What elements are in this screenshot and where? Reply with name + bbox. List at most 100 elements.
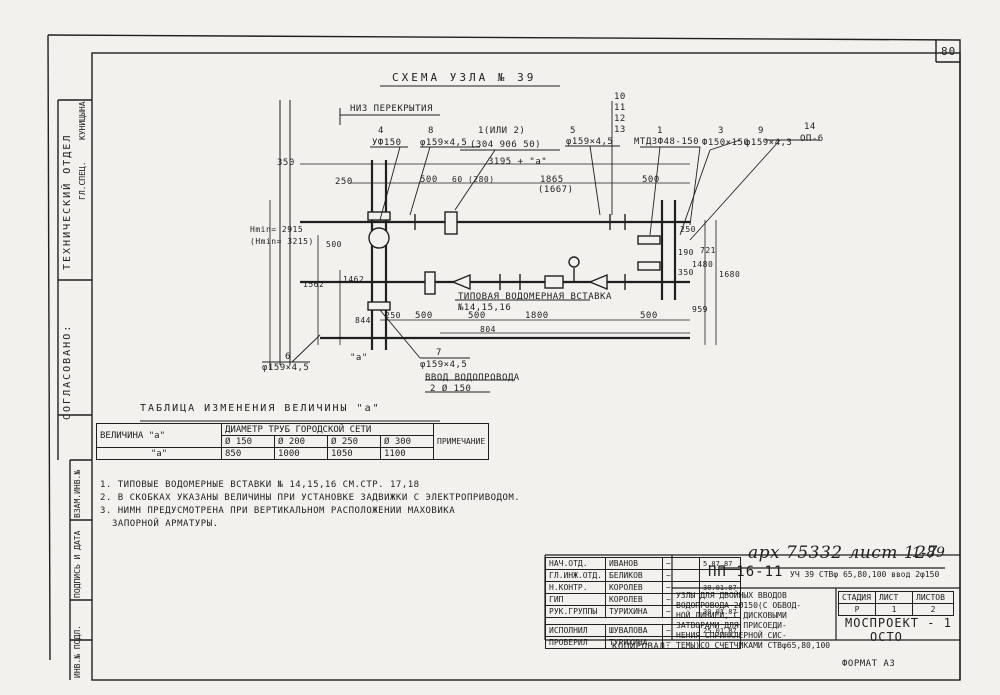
dim-hmin2: (Hmin= 3215) [250,237,314,246]
change-table-diam-2: Ø 250 [327,435,381,448]
stamp-role: НАЧ.ОТД. [545,557,606,570]
dim-hmin: Hmin= 2915 [250,225,304,234]
note-2: 2. В СКОБКАХ УКАЗАНЫ ВЕЛИЧИНЫ ПРИ УСТАНО… [100,493,521,503]
dim-500a: 500 [420,175,438,185]
stamp-stage-label: СТАДИЯ [838,591,876,604]
dim-1562: 1562 [303,280,325,289]
change-table-title: ТАБЛИЦА ИЗМЕНЕНИЯ ВЕЛИЧИНЫ "a" [140,403,381,414]
scheme-title: СХЕМА УЗЛА № 39 [392,71,537,84]
stamp-name: БЕЛИКОВ [604,569,663,582]
dim-500d: 500 [415,311,433,321]
note-3: 3. НИМН ПРЕДУСМОТРЕНА ПРИ ВЕРТИКАЛЬНОМ Р… [100,506,456,516]
note-1: 1. ТИПОВЫЕ ВОДОМЕРНЫЕ ВСТАВКИ № 14,15,16… [100,480,420,490]
stamp-role: Н.КОНТР. [545,581,606,594]
label-mtd: МТД3Ф48-150 [634,137,700,147]
dim-350: 350 [277,158,295,168]
label-d159-a: φ159×4,5 [420,138,468,148]
dim-500b: 500 [642,175,660,185]
stamp-org2: ОСТО [870,630,903,644]
stamp-name: ТУРИХИНА [604,636,663,649]
dim-250c: 250 [385,311,401,320]
callout-4: 4 [378,126,384,136]
dim-1462: 1462 [343,275,365,284]
callout-14: 14 [804,122,816,132]
dim-500c: 500 [326,240,342,249]
change-table-col-value: ВЕЛИЧИНА "a" [96,423,222,448]
dim-500e: 500 [468,311,486,321]
change-table-col-note: ПРИМЕЧАНИЕ [432,423,490,460]
stamp-desc-line: УЗЛЫ ДЛЯ ДВОЙНЫХ ВВОДОВ [676,591,787,600]
kuznitsyna-label: КУНИЦЫНА [78,101,87,140]
dim-844: 844 [355,316,371,325]
stamp-role: РУК.ГРУППЫ [545,605,606,618]
archive-year: 1-89 [912,545,946,561]
callout-11: 11 [614,103,626,113]
dim-1480: 1480 [692,260,714,269]
stamp-name: ТУРИХИНА [604,605,663,618]
label-uf150: УФ150 [372,138,402,148]
dim-1680: 1680 [719,270,741,279]
dim-500f: 500 [640,311,658,321]
dim-804: 804 [480,325,496,334]
stamp-node: УЧ 39 СТВφ 65,80,100 ввод 2φ150 [790,570,940,579]
inv-no-label: ИНВ.№ ПОДЛ. [73,625,82,678]
change-table-col-diam: ДИАМЕТР ТРУБ ГОРОДСКОЙ СЕТИ [221,423,434,436]
stamp-sheet-table: СТАДИЯ ЛИСТ ЛИСТОВ Р 1 2 [838,591,954,616]
label-d159-e: φ159×4,5 [420,360,468,370]
change-table-value-3: 1100 [380,447,434,460]
stamp-name: ИВАНОВ [604,557,663,570]
stamp-role: ГЛ.ИНЖ.ОТД. [545,569,606,582]
stamp-role: ИСПОЛНИЛ [545,624,606,637]
change-table-diam-3: Ø 300 [380,435,434,448]
label-inlet: ВВОД ВОДОПРОВОДА [425,373,520,383]
stamp-format: ФОРМАТ А3 [842,659,896,669]
dim-1667: (1667) [538,185,574,195]
stamp-sign: ~ [661,557,700,570]
agreed-label: СОГЛАСОВАНО: [62,323,73,420]
stamp-desc-line: ВОДОПРОВОДА 2Ø150(С ОБВОД- [676,601,802,610]
dim-721: 721 [700,246,716,255]
change-table-value-0: 850 [221,447,275,460]
stamp-date: 30.01.87 [698,605,741,618]
callout-12: 12 [614,114,626,124]
callout-10: 10 [614,92,626,102]
sign-date-label: ПОДПИСЬ И ДАТА [73,530,82,598]
dim-250a: 250 [335,177,353,187]
stamp-name: КОРОЛЕВ [604,581,663,594]
dim-190: 190 [678,248,694,257]
label-a-mark: "a" [350,353,368,363]
callout-5: 5 [570,126,576,136]
label-d159-d: φ159×4,5 [262,363,310,373]
change-table-value-1: 1000 [274,447,328,460]
label-op6: ОП-6 [800,134,824,144]
label-insert-refs: №14,15,16 [458,303,512,313]
dim-3195: 3195 + "a" [488,157,548,167]
label-f150: Ф150×150 [702,138,750,148]
stamp-date [698,636,741,649]
callout-1b: 1 [657,126,663,136]
callout-9: 9 [758,126,764,136]
page-number: 80 [941,45,957,58]
stamp-stage: Р [838,603,876,616]
label-meter-insert: ТИПОВАЯ ВОДОМЕРНАЯ ВСТАВКА [458,292,612,302]
change-table-row-label: "a" [96,447,222,460]
stamp-desc-line: НОЙ ЛИНИЕЙ, С ДИСКОВЫМИ [676,611,787,620]
stamp-name: КОРОЛЕВ [604,593,663,606]
gl-spec-label: ГЛ.СПЕЦ. [78,161,87,200]
label-d159-b: φ159×4,5 [566,137,614,147]
callout-1-alt: 1(ИЛИ 2) [478,126,526,136]
floor-bottom-label: НИЗ ПЕРЕКРЫТИЯ [350,104,433,114]
callout-3: 3 [718,126,724,136]
replace-inv-label: ВЗАМ.ИНВ.№ [73,469,82,518]
stamp-description: УЗЛЫ ДЛЯ ДВОЙНЫХ ВВОДОВ ВОДОПРОВОДА 2Ø15… [676,591,830,651]
stamp-role: ПРОВЕРИЛ [545,636,606,649]
change-table-value-2: 1050 [327,447,381,460]
dim-1800: 1800 [525,311,549,321]
dim-959: 959 [692,305,708,314]
stamp-role: ГИП [545,593,606,606]
stamp-org: МОСПРОЕКТ - 1 [845,616,952,630]
callout-8: 8 [428,126,434,136]
